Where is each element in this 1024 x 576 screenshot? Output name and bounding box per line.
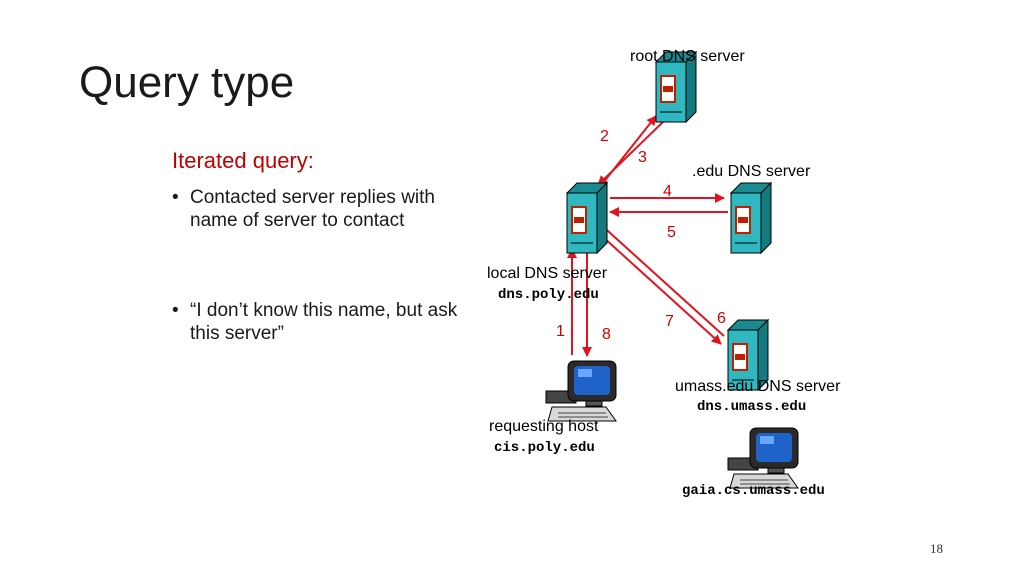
step-number-4: 4 xyxy=(663,183,672,200)
slide-title: Query type xyxy=(79,58,295,107)
subheading: Iterated query: xyxy=(172,148,314,173)
step-number-2: 2 xyxy=(600,128,609,145)
step-number-6: 6 xyxy=(717,310,726,327)
page-number: 18 xyxy=(930,541,943,556)
arrow-step-6 xyxy=(602,236,722,345)
requesting-host-computer-icon xyxy=(545,360,617,422)
step-number-3: 3 xyxy=(638,149,647,166)
edu-server-icon xyxy=(730,182,772,254)
local-server-label: local DNS server xyxy=(487,265,608,282)
bullet-marker: • xyxy=(172,187,179,208)
bullet-text: Contacted server replies with name of se… xyxy=(190,187,435,231)
umass-server-hostname: dns.umass.edu xyxy=(697,399,807,415)
arrow-step-3 xyxy=(597,119,666,186)
gaia-host-computer-icon xyxy=(727,427,799,489)
step-number-7: 7 xyxy=(665,313,674,330)
arrow-step-7 xyxy=(597,221,725,337)
gaia-host-hostname: gaia.cs.umass.edu xyxy=(682,483,825,499)
bullet-text: “I don’t know this name, but ask this se… xyxy=(190,300,458,344)
bullet-item: • Contacted server replies with name of … xyxy=(172,186,462,232)
bullet-marker: • xyxy=(172,300,179,321)
arrow-step-2 xyxy=(598,115,657,189)
local-server-hostname: dns.poly.edu xyxy=(498,287,599,303)
local-server-icon xyxy=(566,182,608,254)
step-number-5: 5 xyxy=(667,224,676,241)
root-server-label: root DNS server xyxy=(630,48,745,65)
requesting-host-hostname: cis.poly.edu xyxy=(494,440,595,456)
requesting-host-label: requesting host xyxy=(489,418,599,435)
step-number-1: 1 xyxy=(556,323,565,340)
bullet-item: • “I don’t know this name, but ask this … xyxy=(172,299,462,345)
edu-server-label: .edu DNS server xyxy=(692,163,811,180)
umass-server-label: umass.edu DNS server xyxy=(675,378,841,395)
step-number-8: 8 xyxy=(602,326,611,343)
